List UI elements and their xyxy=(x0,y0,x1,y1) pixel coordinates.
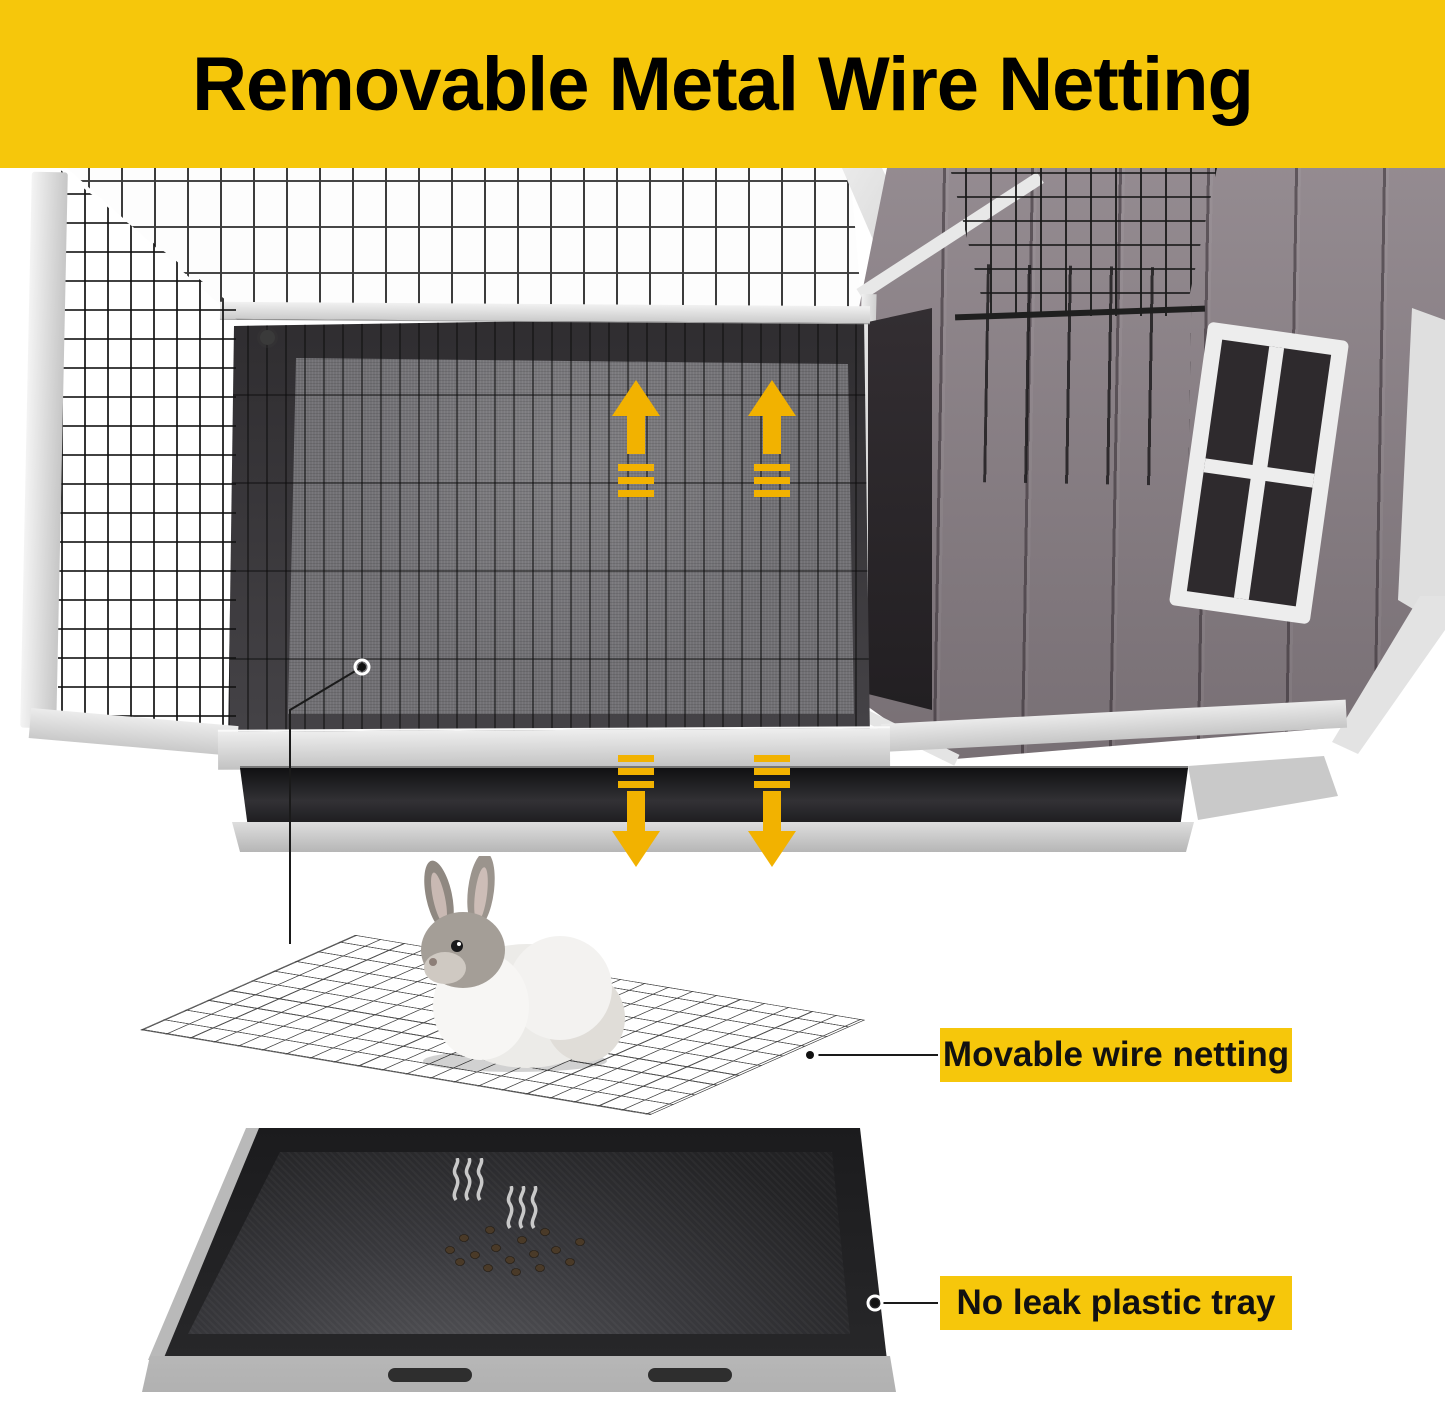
arrow-head xyxy=(748,380,796,416)
arrow-stem xyxy=(627,791,645,831)
hutch-photo xyxy=(0,168,1445,873)
arrow-stem xyxy=(763,791,781,831)
arrow-dashes xyxy=(754,755,790,789)
up-arrow-icon xyxy=(612,380,660,498)
arrow-stem xyxy=(627,414,645,454)
door-latch xyxy=(260,330,275,345)
arrow-stem xyxy=(763,414,781,454)
tray-rim xyxy=(142,1356,896,1392)
arrow-head xyxy=(612,380,660,416)
down-arrow-icon xyxy=(748,755,796,873)
rabbit-image xyxy=(421,856,625,1072)
hay-rack-wires xyxy=(983,264,1192,486)
cage-beam xyxy=(219,301,871,325)
banner: Removable Metal Wire Netting xyxy=(0,0,1445,168)
pullout-tray-slot xyxy=(240,768,1188,828)
tray-slot-lip xyxy=(232,822,1194,852)
plastic-tray xyxy=(130,1128,910,1413)
tray-label: No leak plastic tray xyxy=(940,1276,1292,1330)
tray-slot-step xyxy=(1188,756,1338,820)
tray-floor xyxy=(188,1152,850,1334)
tray-handle-slot xyxy=(388,1368,472,1382)
steam-icon xyxy=(452,1158,484,1202)
up-arrow-icon xyxy=(748,380,796,498)
down-arrow-icon xyxy=(612,755,660,873)
arrow-head xyxy=(748,831,796,867)
netting-label: Movable wire netting xyxy=(940,1028,1292,1082)
tray-handle-slot xyxy=(648,1368,732,1382)
house-doorway xyxy=(868,308,932,710)
steam-icon xyxy=(506,1186,538,1230)
arrow-dashes xyxy=(754,464,790,498)
arrow-dashes xyxy=(618,464,654,498)
tray-slot-edge xyxy=(240,766,1188,769)
droppings xyxy=(445,1226,585,1276)
banner-title: Removable Metal Wire Netting xyxy=(192,41,1254,127)
arrow-dashes xyxy=(618,755,654,789)
